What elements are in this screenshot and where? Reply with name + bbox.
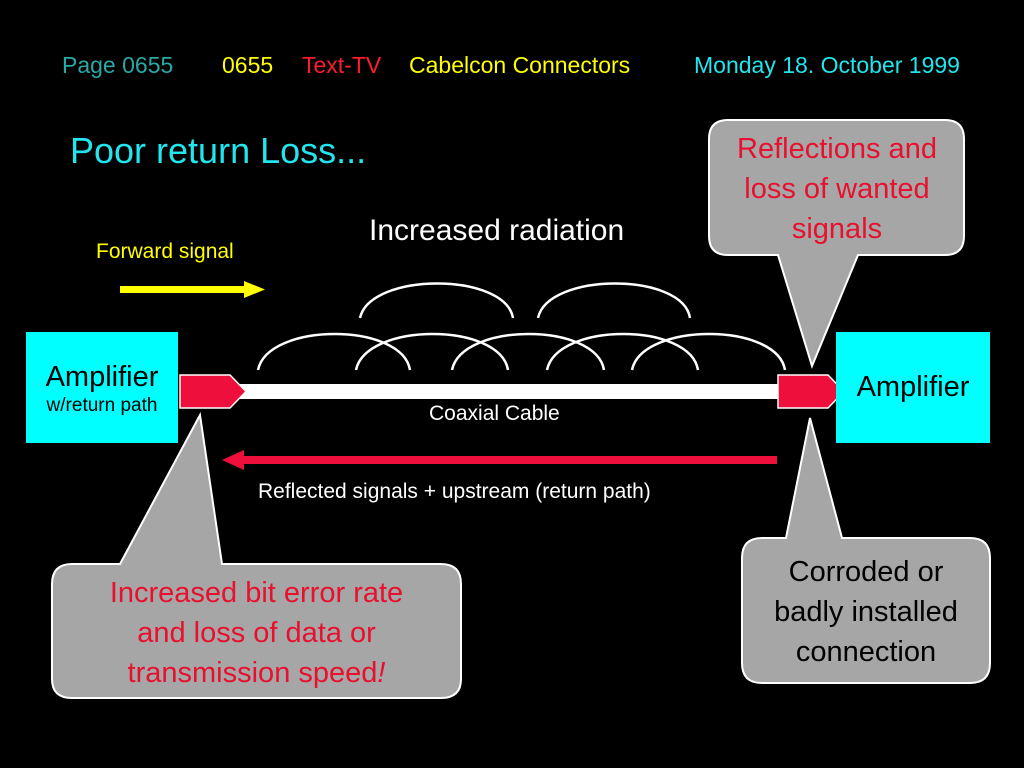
header-date: Monday 18. October 1999 — [694, 52, 960, 78]
header-page: Page 0655 — [62, 52, 174, 78]
coaxial-cable — [232, 384, 788, 399]
coaxial-cable-label: Coaxial Cable — [429, 402, 560, 425]
page-title: Poor return Loss... — [70, 130, 367, 171]
callout-corroded-line-2: badly installed — [774, 596, 958, 628]
callout-reflections-line-2: loss of wanted — [744, 173, 930, 205]
reflected-signal-arrow — [222, 450, 777, 470]
callout-corroded-bubble — [741, 417, 991, 684]
amplifier-right-box: Amplifier — [836, 332, 990, 443]
callout-bit-error-line-3-wrap: transmission speed! — [54, 653, 459, 693]
callout-corroded-text: Corroded or badly installed connection — [744, 552, 988, 672]
left-connector — [179, 374, 248, 409]
header-service: Text-TV — [302, 52, 382, 78]
callout-reflections-bubble — [708, 119, 965, 369]
callout-bit-error-line-1: Increased bit error rate — [109, 577, 404, 609]
callout-bit-error-bubble — [51, 411, 462, 699]
callout-corroded-line-1: Corroded or — [788, 556, 944, 588]
callout-reflections-text: Reflections and loss of wanted signals — [712, 129, 962, 249]
callout-bit-error-line-2: and loss of data or — [137, 617, 376, 649]
callout-bit-error-line-3: transmission speed — [127, 657, 378, 689]
reflected-signals-label: Reflected signals + upstream (return pat… — [258, 480, 651, 503]
callout-bit-error-exclamation: ! — [377, 657, 386, 689]
amplifier-right-label: Amplifier — [856, 371, 970, 403]
amplifier-left-box: Amplifier w/return path — [26, 332, 178, 443]
callout-reflections-line-1: Reflections and — [737, 133, 937, 165]
forward-signal-label: Forward signal — [96, 240, 234, 263]
header-topic: Cabelcon Connectors — [409, 52, 631, 78]
callout-reflections-line-3: signals — [791, 213, 883, 245]
increased-radiation-label: Increased radiation — [369, 214, 625, 247]
callout-corroded-line-3: connection — [795, 636, 937, 668]
right-connector — [777, 374, 846, 409]
amplifier-left-label: Amplifier — [45, 361, 159, 393]
callout-bit-error-text: Increased bit error rate and loss of dat… — [54, 573, 459, 693]
amplifier-left-sublabel: w/return path — [46, 395, 158, 416]
forward-signal-arrow — [120, 281, 265, 298]
header-number: 0655 — [222, 52, 274, 78]
radiation-arcs — [256, 282, 787, 371]
